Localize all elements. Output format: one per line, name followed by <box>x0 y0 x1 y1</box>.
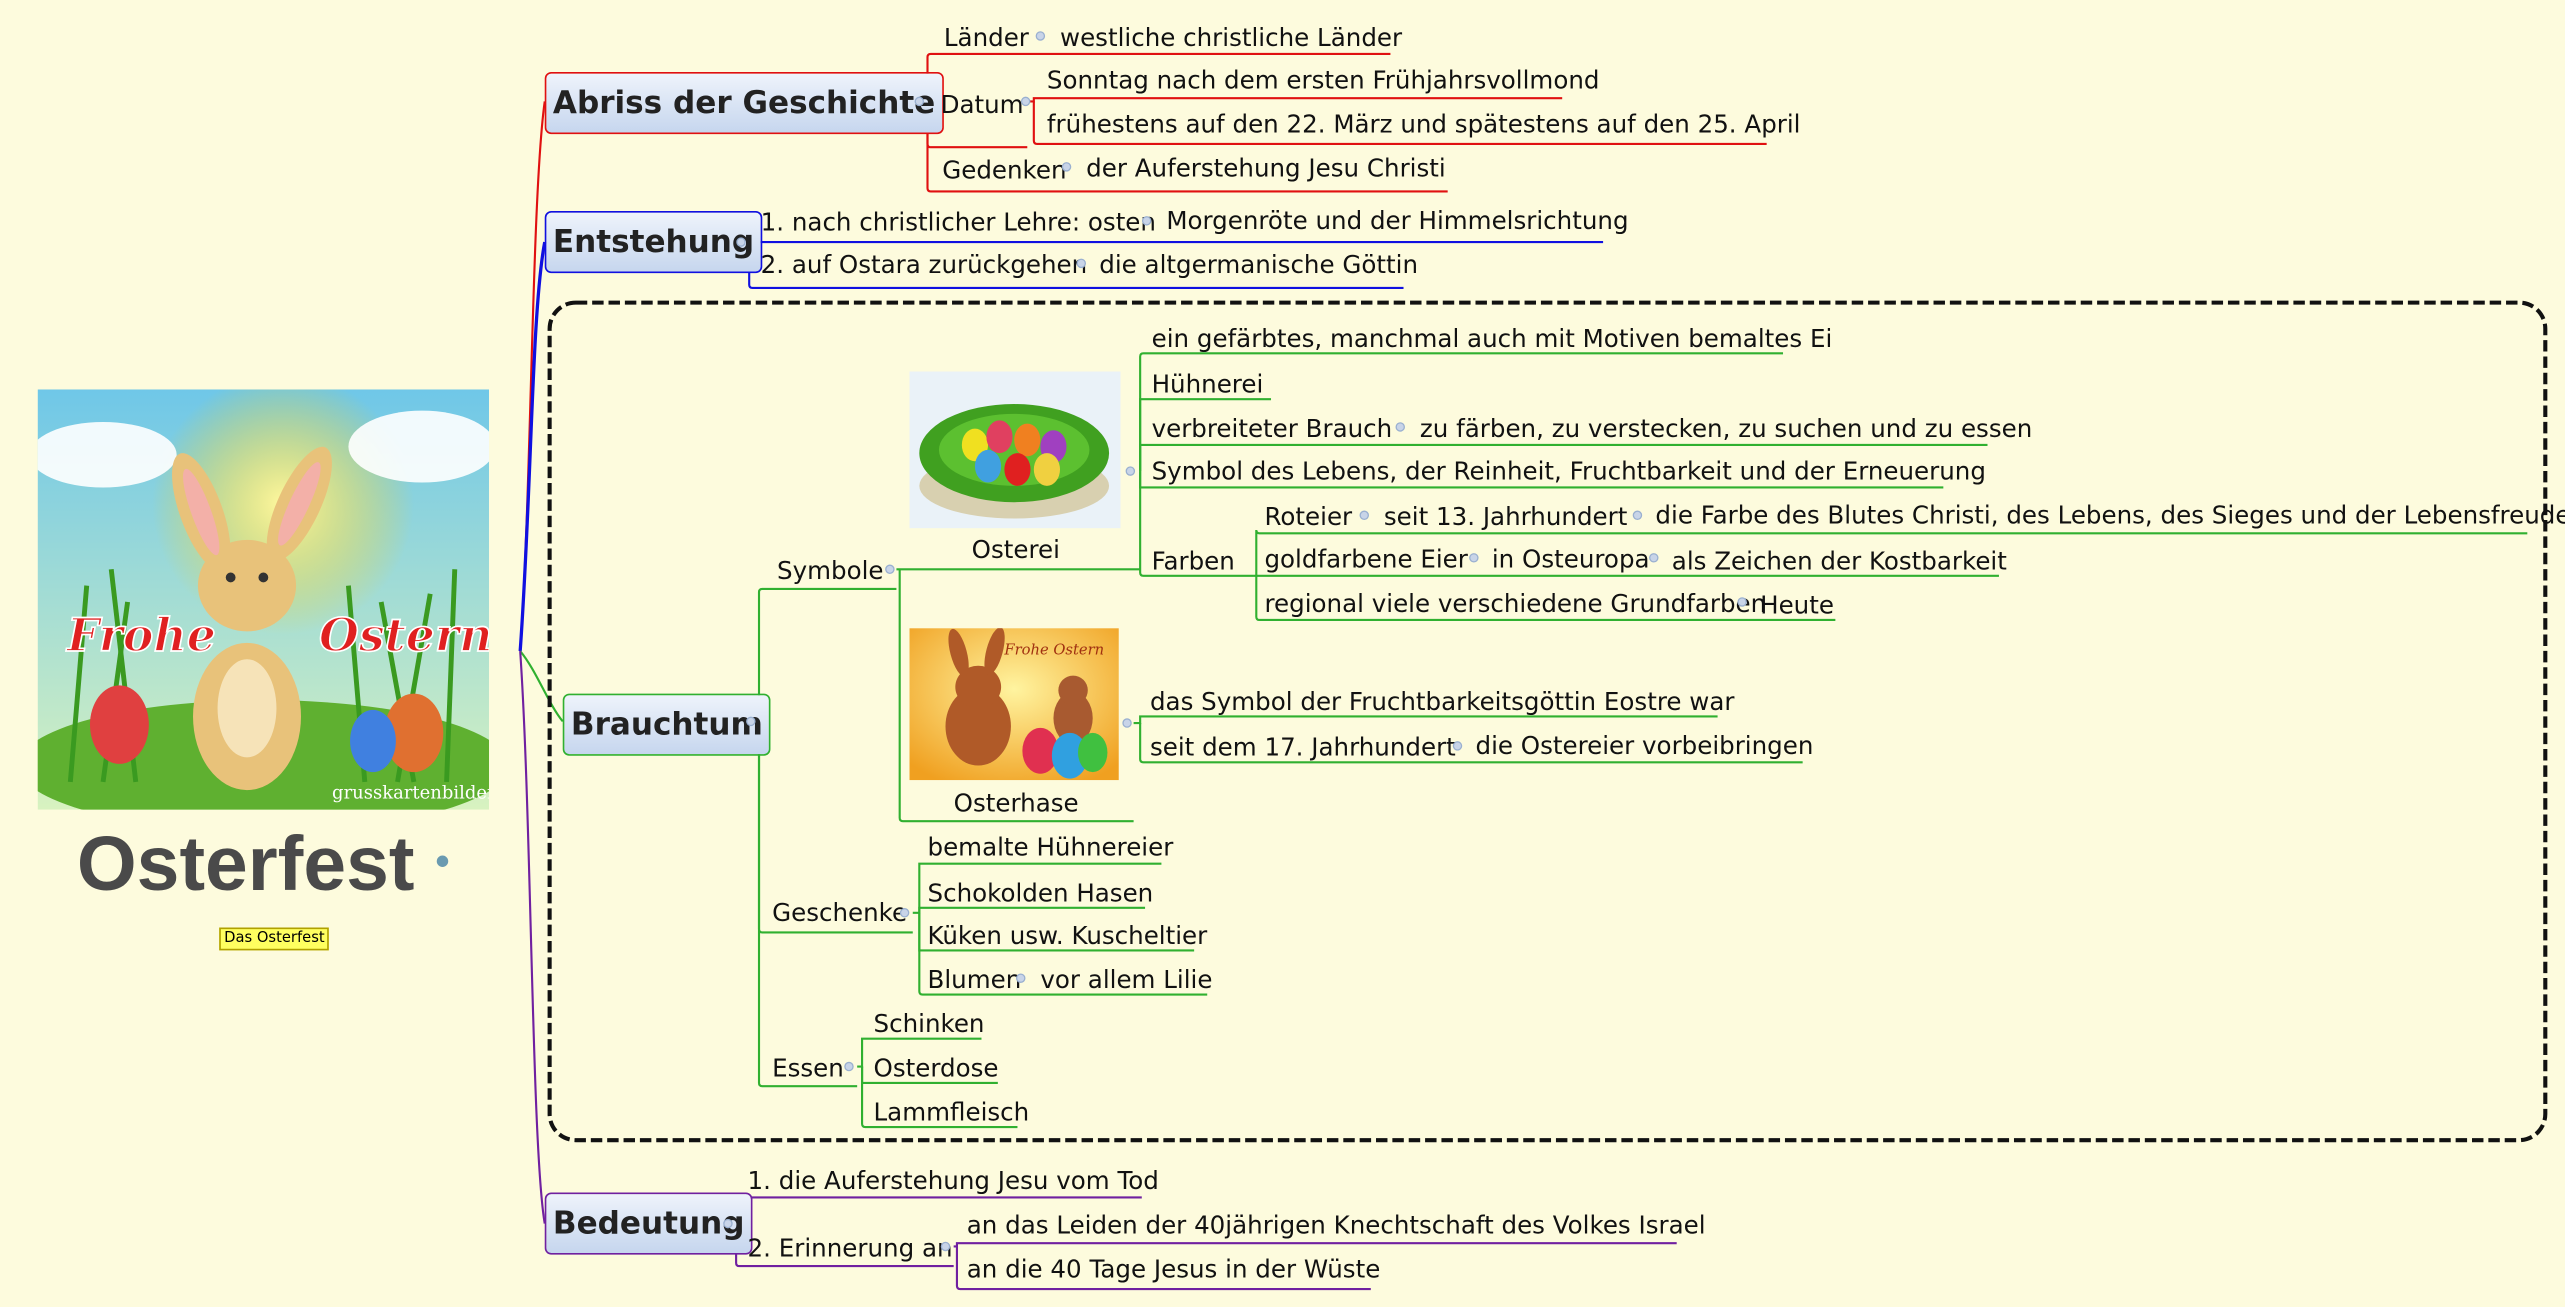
osterhase-item-1[interactable]: das Symbol der Fruchtbarkeitsgöttin Eost… <box>1149 687 1735 717</box>
osterei-item-3-detail[interactable]: zu färben, zu verstecken, zu suchen und … <box>1419 413 2033 444</box>
topic-osterhase[interactable]: Osterhase <box>953 788 1079 818</box>
collapse-dot-icon[interactable] <box>436 855 449 867</box>
farben-gold-meaning[interactable]: als Zeichen der Kostbarkeit <box>1671 546 2007 576</box>
farben-roteier[interactable]: Roteier <box>1264 502 1353 532</box>
geschenk-4-detail[interactable]: vor allem Lilie <box>1040 965 1213 995</box>
topic-laender[interactable]: Länder <box>943 22 1029 53</box>
topic-gedenken[interactable]: Gedenken <box>942 155 1067 185</box>
essen-1[interactable]: Schinken <box>873 1009 985 1039</box>
topic-farben[interactable]: Farben <box>1151 546 1235 576</box>
farben-roteier-meaning[interactable]: die Farbe des Blutes Christi, des Lebens… <box>1655 500 2565 530</box>
bedeutung-2[interactable]: 2. Erinnerung an <box>747 1233 953 1263</box>
svg-text:Ostern: Ostern <box>319 608 489 662</box>
essen-3[interactable]: Lammfleisch <box>873 1097 1030 1128</box>
topic-bedeutung[interactable]: Bedeutung <box>544 1192 753 1255</box>
svg-text:Frohe: Frohe <box>65 608 216 662</box>
topic-datum-1[interactable]: Sonntag nach dem ersten Frühjahrsvollmon… <box>1046 65 1600 95</box>
topic-osterei[interactable]: Osterei <box>971 534 1060 565</box>
root-note[interactable]: Das Osterfest <box>219 927 330 951</box>
topic-geschenke[interactable]: Geschenke <box>772 898 908 928</box>
svg-text:grusskartenbilder.de: grusskartenbilder.de <box>332 782 489 803</box>
topic-laender-detail[interactable]: westliche christliche Länder <box>1059 22 1403 53</box>
geschenk-2[interactable]: Schokolden Hasen <box>927 878 1154 908</box>
osterhase-item-2-detail[interactable]: die Ostereier vorbeibringen <box>1475 731 1814 761</box>
osterei-item-2[interactable]: Hühnerei <box>1151 369 1264 400</box>
geschenk-3[interactable]: Küken usw. Kuscheltier <box>927 920 1208 951</box>
osterei-image[interactable] <box>909 371 1121 529</box>
farben-gold[interactable]: goldfarbene Eier <box>1264 544 1468 575</box>
bedeutung-2-1[interactable]: an das Leiden der 40jährigen Knechtschaf… <box>966 1210 1706 1240</box>
topic-entstehung-1[interactable]: 1. nach christlicher Lehre: osten <box>760 207 1156 238</box>
osterhase-item-2[interactable]: seit dem 17. Jahrhundert <box>1149 732 1456 763</box>
topic-symbole[interactable]: Symbole <box>777 556 884 586</box>
svg-text:Frohe Ostern: Frohe Ostern <box>1003 641 1104 658</box>
geschenk-1[interactable]: bemalte Hühnereier <box>927 832 1174 863</box>
topic-entstehung-2[interactable]: 2. auf Ostara zurückgehen <box>760 250 1088 280</box>
farben-roteier-since[interactable]: seit 13. Jahrhundert <box>1383 502 1628 532</box>
topic-entstehung-1-detail[interactable]: Morgenröte und der Himmelsrichtung <box>1166 206 1629 236</box>
osterhase-image[interactable]: Frohe Ostern <box>909 628 1119 781</box>
topic-essen[interactable]: Essen <box>772 1053 844 1083</box>
farben-gold-region[interactable]: in Osteuropa <box>1491 544 1650 575</box>
topic-gedenken-detail[interactable]: der Auferstehung Jesu Christi <box>1086 153 1446 184</box>
topic-brauchtum[interactable]: Brauchtum <box>562 693 772 756</box>
bedeutung-1[interactable]: 1. die Auferstehung Jesu vom Tod <box>747 1166 1159 1196</box>
easter-greeting-image: Frohe Ostern grusskartenbilder.de <box>37 389 490 810</box>
farben-regional[interactable]: regional viele verschiedene Grundfarben <box>1264 588 1767 619</box>
osterei-item-1[interactable]: ein gefärbtes, manchmal auch mit Motiven… <box>1151 323 1833 354</box>
topic-entstehung[interactable]: Entstehung <box>544 211 763 274</box>
geschenk-4[interactable]: Blumen <box>927 965 1022 995</box>
topic-abriss-der-geschichte[interactable]: Abriss der Geschichte <box>544 71 944 135</box>
farben-regional-heute[interactable]: Heute <box>1760 590 1834 620</box>
osterei-item-3[interactable]: verbreiteter Brauch <box>1151 413 1393 444</box>
topic-entstehung-2-detail[interactable]: die altgermanische Göttin <box>1099 250 1419 280</box>
root-title[interactable]: Osterfest <box>76 819 415 907</box>
topic-datum-2[interactable]: frühestens auf den 22. März und späteste… <box>1046 109 1801 140</box>
bedeutung-2-2[interactable]: an die 40 Tage Jesus in der Wüste <box>966 1254 1381 1285</box>
osterei-item-4[interactable]: Symbol des Lebens, der Reinheit, Fruchtb… <box>1151 456 1986 486</box>
topic-datum[interactable]: Datum <box>940 89 1024 120</box>
essen-2[interactable]: Osterdose <box>873 1053 999 1083</box>
